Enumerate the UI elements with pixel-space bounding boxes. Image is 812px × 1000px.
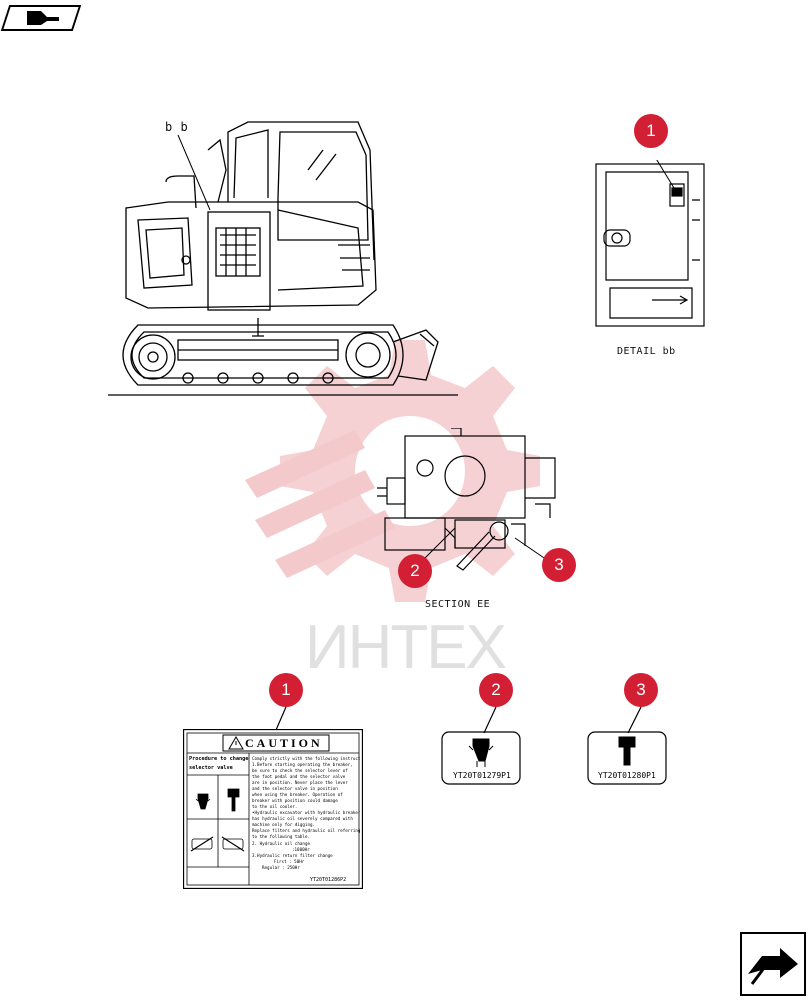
callout-1-decal: 1 <box>269 673 303 707</box>
excavator-side-view <box>108 121 458 396</box>
callout-3-section: 3 <box>542 548 576 582</box>
callout-3-decal: 3 <box>624 673 658 707</box>
section-ee-caption: SECTION EE <box>425 599 491 610</box>
watermark-gear-icon <box>245 340 540 602</box>
hammer-breaker-icon <box>618 736 636 766</box>
callout-2-decal: 2 <box>479 673 513 707</box>
caution-header: CAUTION <box>245 736 323 750</box>
callout-1-detail: 1 <box>634 114 668 148</box>
detail-bb-drawing <box>595 160 705 327</box>
caution-decal <box>183 729 363 889</box>
caution-body: Comply strictly with the following instr… <box>252 756 360 870</box>
breaker-attachment-icon <box>468 738 494 767</box>
warning-triangle-icon <box>228 736 244 750</box>
arrow-right-icon <box>748 948 798 985</box>
caution-left-title-2: selector valve <box>189 765 233 771</box>
caution-left-title-1: Procedure to change <box>189 756 249 762</box>
prev-page-button[interactable] <box>0 5 82 31</box>
decal-2 <box>441 731 521 785</box>
decal-2-code: YT20T01279P1 <box>453 771 511 780</box>
decal-3-code: YT20T01280P1 <box>598 771 656 780</box>
callout-2-section: 2 <box>398 554 432 588</box>
section-ee-drawing <box>377 428 556 571</box>
caution-decal-code: YT20T01286P2 <box>310 877 347 883</box>
arrow-left-icon <box>27 11 59 25</box>
detail-bb-caption: DETAIL bb <box>617 346 676 357</box>
detail-reference-label: b b <box>165 120 189 134</box>
next-page-button[interactable] <box>740 932 806 996</box>
watermark-text: ИНТЕХ <box>305 613 507 682</box>
decal-3 <box>587 731 667 785</box>
